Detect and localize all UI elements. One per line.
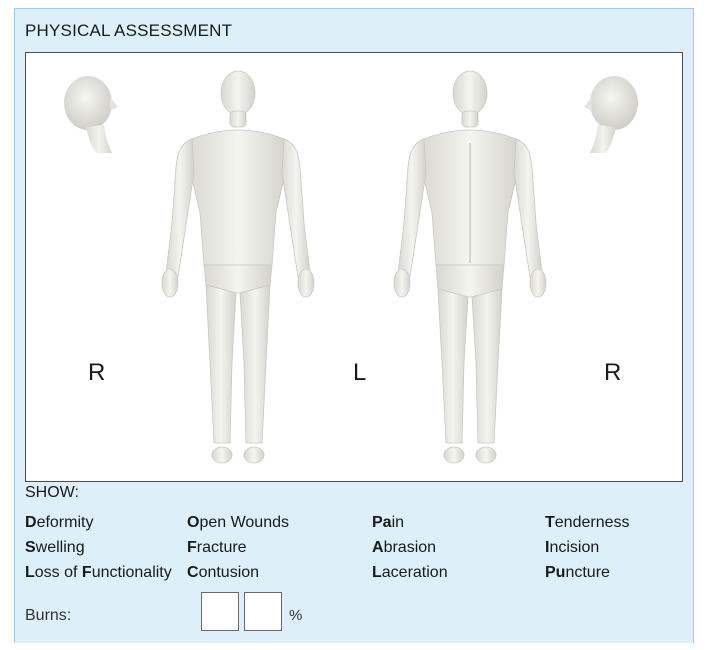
percent-symbol: % [289,607,302,624]
legend-swelling: Swelling [25,539,85,557]
front-body-figure [162,71,314,463]
legend-pain: Pain [372,514,404,532]
legend-contusion: Contusion [187,564,259,582]
legend-puncture: Puncture [545,564,610,582]
body-diagram-panel: R L R [25,52,683,482]
head-profile-left-icon [584,76,638,153]
legend-tenderness: Tenderness [545,514,630,532]
show-label: SHOW: [25,484,79,502]
burns-percent-box-1[interactable] [201,592,239,631]
legend-laceration: Laceration [372,564,448,582]
legend-deformity: Deformity [25,514,93,532]
side-label-right-front: R [88,359,105,387]
back-body-figure [394,71,546,463]
legend-abrasion: Abrasion [372,539,436,557]
form-title: PHYSICAL ASSESSMENT [25,21,232,41]
body-diagram [26,53,682,481]
legend-loss-of-functionality: Loss of Functionality [25,564,172,582]
legend-open-wounds: Open Wounds [187,514,289,532]
legend-fracture: Fracture [187,539,247,557]
burns-label: Burns: [25,607,71,625]
side-label-right-back: R [604,359,621,387]
side-label-left: L [353,359,366,387]
physical-assessment-form: PHYSICAL ASSESSMENT [14,8,694,643]
legend-incision: Incision [545,539,599,557]
head-profile-right-icon [64,76,118,153]
burns-percent-box-2[interactable] [244,592,282,631]
